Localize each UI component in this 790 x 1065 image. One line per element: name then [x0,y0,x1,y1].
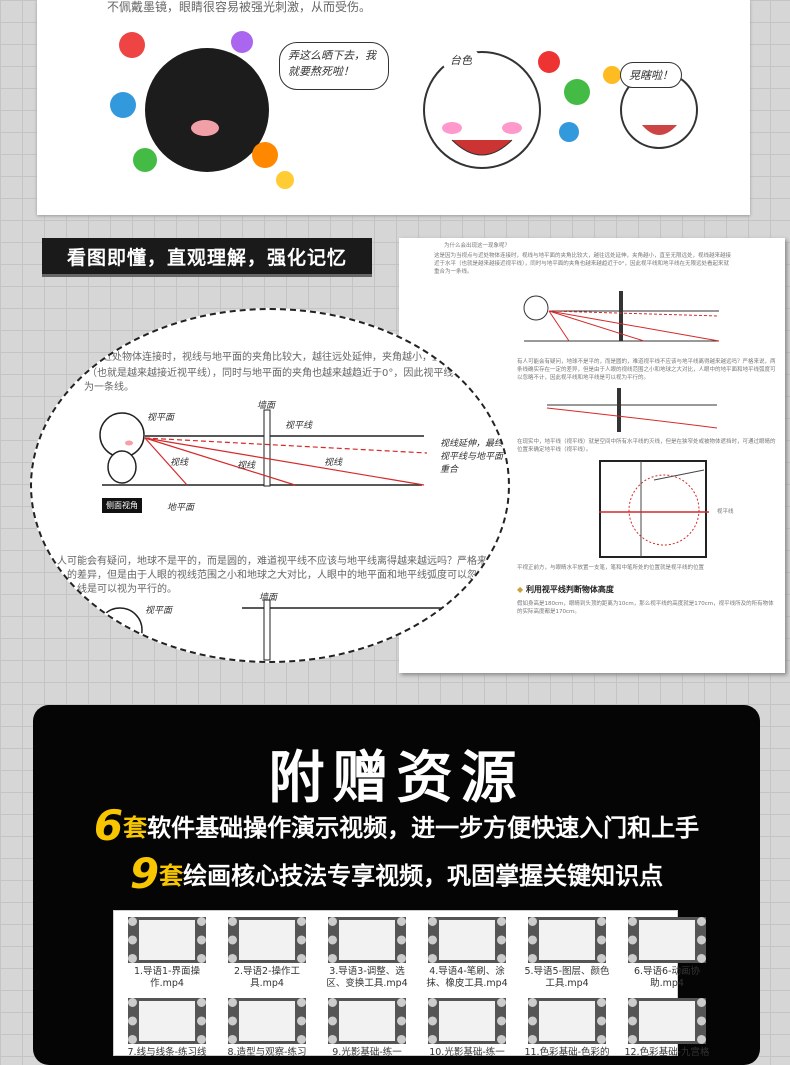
file-name: 6.导语6-动画协助.mp4 [633,966,701,989]
video-file[interactable]: 11.色彩基础-色彩的 [522,998,612,1059]
book-page: 为什么会出现这一现象呢？ 这是因为当视点与近处物体连接时，视线与地平面的夹角比较… [399,238,785,673]
perspective-diagram-2 [546,388,717,432]
video-thumbnail-icon [228,917,306,963]
file-name: 7.线与线条-练习线 [127,1047,207,1058]
count-unit: 套 [159,862,184,890]
page-paragraph: 在现实中，地平线（视平线）就是空间中所有水平线的灭线，但是在狭窄处或被物体遮挡时… [517,439,776,453]
wall-label: 墙面 [257,401,276,411]
video-thumbnail-icon [528,917,606,963]
sight-label: 视线 [237,461,256,471]
zoom-text: 为一条线。 [84,382,134,393]
germ-cartoon-illustration [110,31,698,189]
video-file[interactable]: 8.造型与观察-练习 [222,998,312,1059]
sight-label: 视线 [324,458,343,468]
file-name: 10.光影基础-练一 [429,1047,505,1058]
file-name: 11.色彩基础-色彩的 [524,1047,610,1058]
count-unit: 套 [123,814,148,842]
count-number: 6 [93,801,124,850]
file-name: 9.光影基础-练一 [332,1047,402,1058]
video-thumbnail-icon [528,998,606,1044]
eye-plane-label: 视平面 [147,413,175,423]
bonus-title: 附赠资源 [268,746,525,811]
video-thumbnail-icon [428,998,506,1044]
page-question: 为什么会出现这一现象呢？ [444,243,511,249]
video-file[interactable]: 10.光影基础-练一 [422,998,512,1059]
count-number: 9 [129,849,160,898]
ground-label: 地平面 [167,503,195,513]
file-name: 2.导语2-操作工具.mp4 [233,966,301,989]
video-thumbnail-icon [328,917,406,963]
bonus-line-1: 6套软件基础操作演示视频，进一步方便快速入门和上手 [33,801,760,850]
video-thumbnail-icon [228,998,306,1044]
diagram-note: 视线延伸，最终视平线与地平面重合 [440,439,504,475]
eye-level-label: 视平线 [717,509,734,515]
feature-banner: 看图即懂，直观理解，强化记忆 [42,238,372,277]
bonus-text: 软件基础操作演示视频，进一步方便快速入门和上手 [147,814,700,842]
page-paragraph: 这是因为当视点与近处物体连接时，视线与地平面的夹角比较大，越往远处延伸，夹角越小… [434,253,732,275]
wall-label: 墙面 [259,593,278,603]
video-file[interactable]: 3.导语3-调整、选区、变换工具.mp4 [322,917,412,990]
video-thumbnail-icon [628,917,706,963]
horizon-diagram [97,409,452,661]
video-file[interactable]: 7.线与线条-练习线 [122,998,212,1059]
perspective-diagram [523,291,720,342]
figure-caption: 平视正前方，与眼睛水平放置一支笔，笔和中笔所处的位置就是视平线的位置 [517,565,705,571]
file-name: 8.造型与观察-练习 [227,1047,307,1058]
section-heading-text: 利用视平线判断物体高度 [525,585,614,594]
file-name: 12.色彩基础-九宫格 [624,1047,710,1058]
file-name: 4.导语4-笔刷、涂抹、橡皮工具.mp4 [426,966,508,989]
video-file[interactable]: 1.导语1-界面操作.mp4 [122,917,212,990]
illustration-panel: 不佩戴墨镜，眼睛很容易被强光刺激，从而受伤。 弄这么晒下去，我就要熬死啦！ 台色… [37,0,750,215]
video-thumbnail-icon [428,917,506,963]
page-paragraph: 假如身高是180cm，眼睛到头顶的距离为10cm，那么视平线的高度就是170cm… [517,601,774,615]
side-view-tag: 侧面视角 [102,498,142,513]
video-thumbnail-icon [628,998,706,1044]
video-thumbnail-icon [328,998,406,1044]
file-name: 5.导语5-图层、颜色工具.mp4 [524,966,610,989]
bonus-text: 绘画核心技法专享视频，巩固掌握关键知识点 [183,862,664,890]
zoom-text: 与近处物体连接时，视线与地平面的夹角比较大，越往远处延伸，夹角越小，直 [92,352,442,363]
video-thumbnail-icon [128,917,206,963]
speech-label: 台色 [442,48,480,72]
zoom-text: 人可能会有疑问，地球不是平的，而是圆的，难道视平线不应该与地平线离得越来越远吗？… [57,556,510,567]
magnifier-callout: 与近处物体连接时，视线与地平面的夹角比较大，越往远处延伸，夹角越小，直 （也就是… [30,308,510,663]
video-file[interactable]: 4.导语4-笔刷、涂抹、橡皮工具.mp4 [422,917,512,990]
bonus-line-2: 9套绘画核心技法专享视频，巩固掌握关键知识点 [33,849,760,898]
zoom-text: （也就是越来越接近视平线），同时与地平面的夹角也越来越趋近于0°，因此视平线和 [87,368,464,379]
file-name: 3.导语3-调整、选区、变换工具.mp4 [326,966,408,989]
bullet-icon: ◆ [517,585,526,594]
eye-plane-label: 视平面 [145,606,173,616]
video-file[interactable]: 12.色彩基础-九宫格 [622,998,712,1059]
video-file-grid: 1.导语1-界面操作.mp4 2.导语2-操作工具.mp4 3.导语3-调整、选区、… [113,910,710,1059]
speech-bubble: 晃瞎啦！ [620,62,682,88]
section-heading: ◆ 利用视平线判断物体高度 [517,584,614,595]
sight-label: 视线 [170,458,189,468]
video-file[interactable]: 5.导语5-图层、颜色工具.mp4 [522,917,612,990]
caption: 不佩戴墨镜，眼睛很容易被强光刺激，从而受伤。 [107,0,372,14]
video-file[interactable]: 2.导语2-操作工具.mp4 [222,917,312,990]
horizon-label: 视平线 [285,421,313,431]
room-illustration [599,460,709,558]
zoom-text: 线是可以视为平行的。 [77,584,177,595]
file-name: 1.导语1-界面操作.mp4 [133,966,201,989]
video-file[interactable]: 9.光影基础-练一 [322,998,412,1059]
page-paragraph: 有人可能会有疑问，地球不是平的，而是圆的，难道视平线不应该与地平线离得越来越远吗… [517,359,776,381]
zoom-text: 的差异，但是由于人眼的视线范围之小和地球之大对比，人眼中的地平面和地平线弧度可以… [67,570,507,581]
video-thumbnail-icon [128,998,206,1044]
speech-bubble: 弄这么晒下去，我就要熬死啦！ [279,42,389,90]
video-file[interactable]: 6.导语6-动画协助.mp4 [622,917,712,990]
